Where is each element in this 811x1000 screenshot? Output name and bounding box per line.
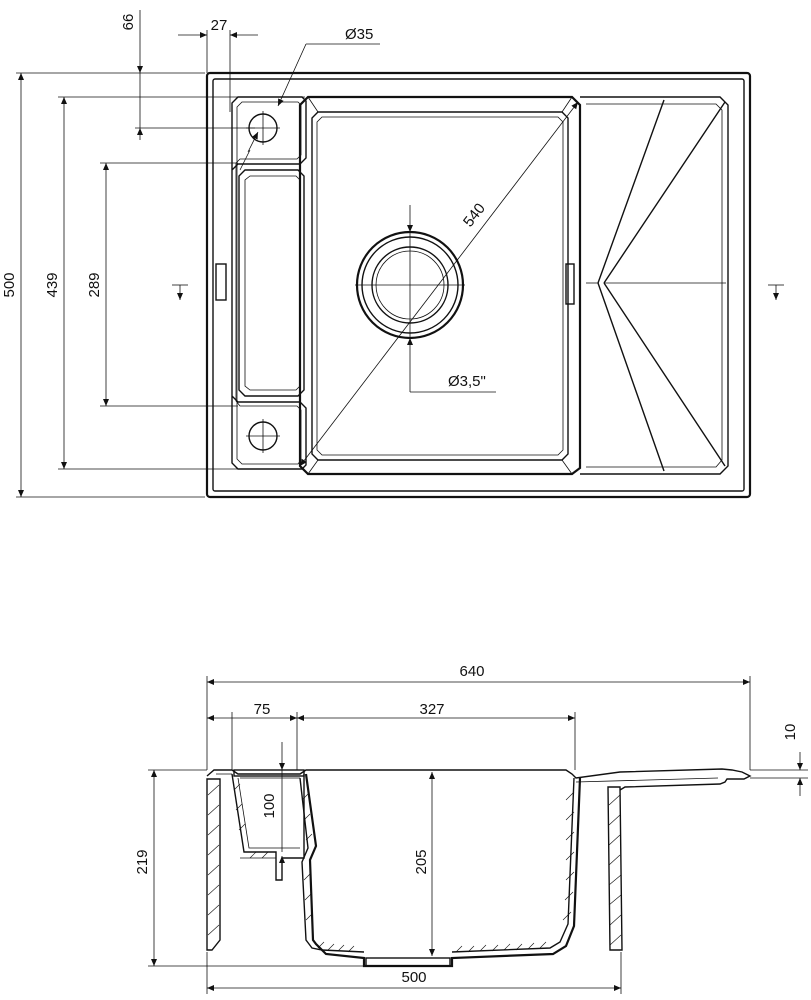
section-rim-profile (206, 768, 752, 791)
drainer-outline (580, 96, 729, 475)
dim-drain: Ø3,5" (407, 205, 496, 393)
dim-bowl-width: 327 (297, 701, 576, 770)
dim-total-width: 640 (206, 663, 751, 770)
bowl-mid (311, 111, 569, 461)
drainer-inner (586, 103, 723, 468)
dim-ledge-label: 75 (254, 701, 271, 718)
dim-bowl-height-label: 439 (44, 272, 61, 297)
section-view: 640 75 327 10 100 (134, 663, 808, 994)
section-marker-left (172, 284, 188, 300)
dim-diagonal: 540 (299, 101, 579, 467)
left-deck-contour-inner (235, 101, 302, 465)
dim-tray-depth: 100 (261, 742, 285, 880)
tap-tray-inner (244, 175, 301, 391)
section-hatch (233, 783, 575, 953)
dim-tap-hole: Ø35 (239, 26, 380, 171)
section-drain-outlet (365, 957, 451, 967)
dim-hole-offset-label: 27 (211, 17, 228, 34)
dim-height-total: 500 (1, 72, 205, 498)
section-bowl-inner (299, 777, 575, 953)
dim-tap-hole-label: Ø35 (345, 26, 373, 43)
dim-depth-total: 219 (134, 769, 364, 967)
section-marker-right (768, 284, 784, 300)
dim-tray-height: 289 (86, 162, 238, 407)
dim-ledge: 75 (207, 701, 298, 770)
section-support-left (206, 778, 221, 951)
dim-rim-label: 10 (782, 724, 799, 741)
sink-outline (205, 71, 752, 499)
drain (355, 230, 465, 340)
left-deck-contour (231, 96, 307, 470)
section-tray (231, 773, 305, 881)
sink-outline-inner (212, 78, 745, 492)
section-tray-top (233, 769, 305, 777)
dim-bottom-width: 500 (206, 952, 622, 994)
dim-height-total-label: 500 (1, 272, 18, 297)
dim-bottom-width-label: 500 (401, 969, 426, 986)
dim-top-offset: 66 (120, 10, 255, 140)
dim-drain-label: Ø3,5" (448, 373, 486, 390)
dim-bowl-width-label: 327 (419, 701, 444, 718)
section-support-right (607, 786, 623, 951)
dim-bowl-depth-label: 205 (413, 849, 430, 874)
dim-rim: 10 (750, 724, 808, 796)
bowl-inner (316, 116, 564, 456)
top-view: 500 439 289 66 (1, 10, 784, 499)
dim-hole-offset: 27 (178, 17, 258, 112)
dim-total-width-label: 640 (459, 663, 484, 680)
dim-bowl-height: 439 (44, 96, 305, 470)
drainer-grooves (586, 99, 726, 472)
dim-tray-depth-label: 100 (261, 793, 278, 818)
section-tray-inner (237, 777, 300, 849)
dim-tray-height-label: 289 (86, 272, 103, 297)
overflow-slot-right (565, 263, 575, 305)
dim-top-offset-label: 66 (120, 14, 137, 31)
overflow-slot-left (215, 263, 227, 301)
dim-bowl-depth: 205 (413, 772, 435, 956)
tap-tray (238, 169, 305, 397)
dim-diagonal-label: 540 (460, 200, 489, 230)
section-bowl-outer (304, 773, 582, 968)
dim-depth-total-label: 219 (134, 849, 151, 874)
tap-hole-bottom (246, 419, 280, 453)
bowl-outer (298, 95, 582, 476)
